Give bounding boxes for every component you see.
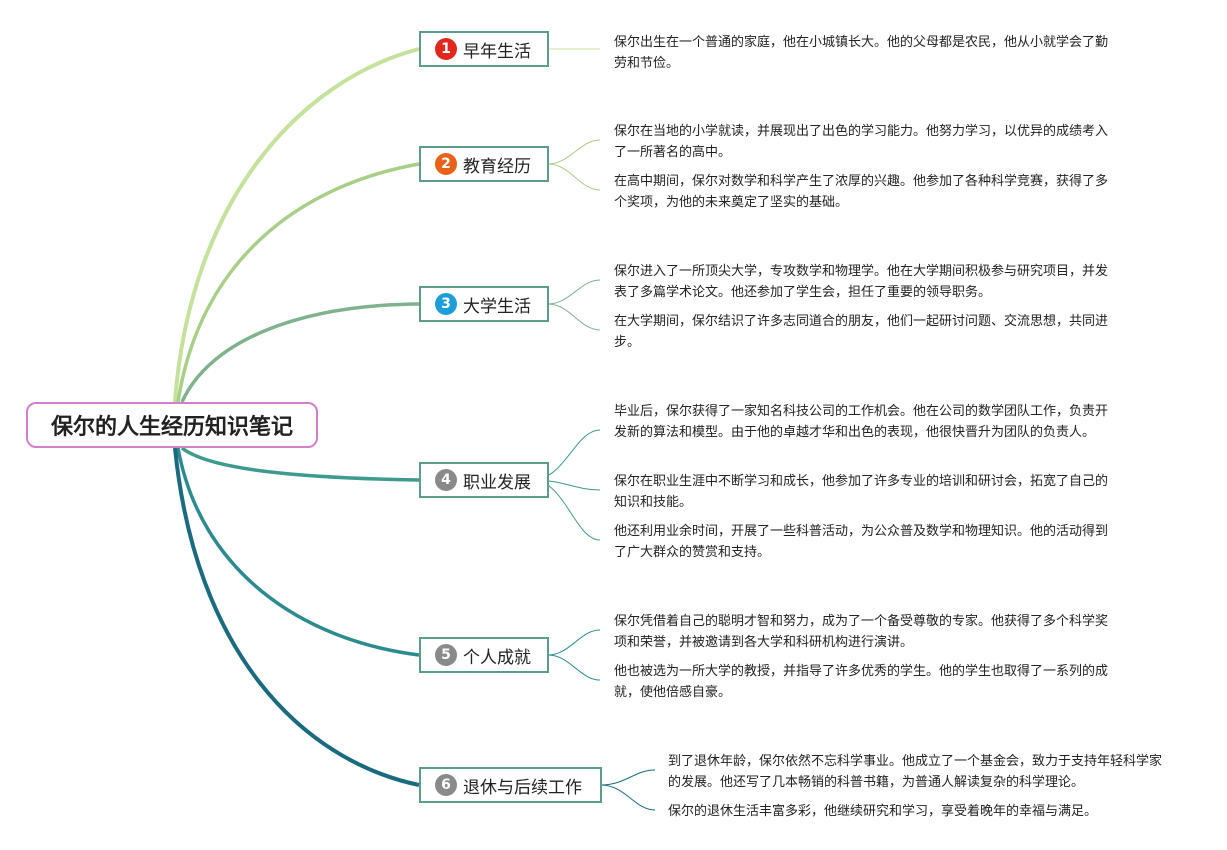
number-badge-5-icon: 5 <box>435 644 457 666</box>
branch-achievements[interactable]: 5 个人成就 <box>419 637 549 673</box>
branch-university[interactable]: 3 大学生活 <box>419 286 549 322</box>
branch-label: 退休与后续工作 <box>463 777 582 798</box>
branch-early-life[interactable]: 1 早年生活 <box>419 31 549 67</box>
number-badge-2-icon: 2 <box>435 153 457 175</box>
note-university-1: 保尔进入了一所顶尖大学，专攻数学和物理学。他在大学期间积极参与研究项目，并发表了… <box>614 264 1109 300</box>
connector-b2-n2 <box>547 163 601 191</box>
note-career-1: 毕业后，保尔获得了一家知名科技公司的工作机会。他在公司的数学团队工作，负责开发新… <box>614 404 1109 440</box>
note-achievements-2: 他也被选为一所大学的教授，并指导了许多优秀的学生。他的学生也取得了一系列的成就，… <box>614 664 1109 700</box>
note-career-3: 他还利用业余时间，开展了一些科普活动，为公众普及数学和物理知识。他的活动得到了广… <box>614 524 1109 560</box>
connector-b3-n2 <box>547 303 601 331</box>
connector-root-b2 <box>176 162 420 403</box>
branch-education[interactable]: 2 教育经历 <box>419 146 549 182</box>
number-badge-3-icon: 3 <box>435 293 457 315</box>
branch-label: 教育经历 <box>463 156 531 177</box>
note-retirement-1: 到了退休年龄，保尔依然不忘科学事业。他成立了一个基金会，致力于支持年轻科学家的发… <box>668 754 1163 790</box>
note-retirement-2: 保尔的退休生活丰富多彩，他继续研究和学习，享受着晚年的幸福与满足。 <box>668 804 1098 819</box>
connector-b2-n1 <box>547 139 601 165</box>
connector-root-b5 <box>176 447 420 657</box>
number-badge-4-icon: 4 <box>435 469 457 491</box>
connector-root-b6 <box>173 447 420 787</box>
number-badge-1-icon: 1 <box>435 38 457 60</box>
root-topic[interactable]: 保尔的人生经历知识笔记 <box>26 402 318 448</box>
branch-label: 大学生活 <box>463 296 531 317</box>
connector-b6-n1 <box>600 769 656 786</box>
connector-root-b3 <box>180 302 420 403</box>
branch-career[interactable]: 4 职业发展 <box>419 462 549 498</box>
note-career-2: 保尔在职业生涯中不断学习和成长，他参加了许多专业的培训和研讨会，拓宽了自己的知识… <box>614 474 1109 510</box>
connector-root-b1 <box>173 47 420 403</box>
note-university-2: 在大学期间，保尔结识了许多志同道合的朋友，他们一起研讨问题、交流思想，共同进步。 <box>614 314 1109 350</box>
note-achievements-1: 保尔凭借着自己的聪明才智和努力，成为了一个备受尊敬的专家。他获得了多个科学奖项和… <box>614 614 1109 650</box>
connector-root-b4 <box>180 446 420 482</box>
connector-b5-n2 <box>547 654 601 681</box>
branch-label: 早年生活 <box>463 41 531 62</box>
number-badge-6-icon: 6 <box>435 774 457 796</box>
connector-b5-n1 <box>547 629 601 656</box>
note-early-life-1: 保尔出生在一个普通的家庭，他在小城镇长大。他的父母都是农民，他从小就学会了勤劳和… <box>614 35 1109 71</box>
branch-label: 职业发展 <box>463 472 531 493</box>
connector-b3-n1 <box>547 279 601 305</box>
branch-retirement[interactable]: 6 退休与后续工作 <box>419 767 602 803</box>
branch-label: 个人成就 <box>463 647 531 668</box>
root-topic-label: 保尔的人生经历知识笔记 <box>50 415 293 440</box>
note-education-2: 在高中期间，保尔对数学和科学产生了浓厚的兴趣。他参加了各种科学竞赛，获得了多个奖… <box>614 174 1109 210</box>
note-education-1: 保尔在当地的小学就读，并展现出了出色的学习能力。他努力学习，以优异的成绩考入了一… <box>614 124 1109 160</box>
connector-b6-n2 <box>600 784 656 811</box>
